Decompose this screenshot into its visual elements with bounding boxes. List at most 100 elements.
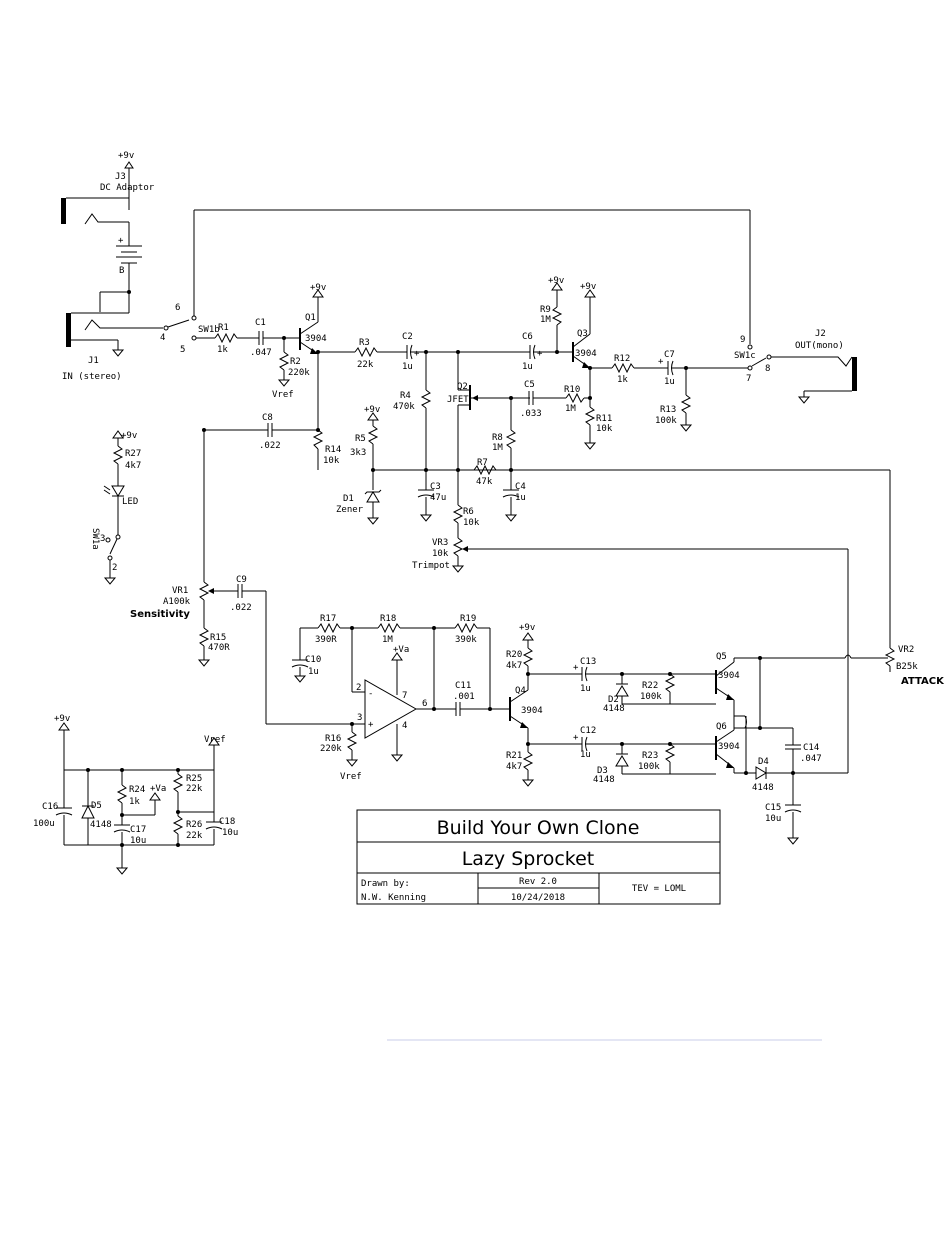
- q6-value: 3904: [718, 742, 740, 752]
- drawn-by-label: Drawn by:: [361, 879, 410, 889]
- sw1b-pin4: 4: [160, 333, 165, 343]
- svg-text:+: +: [414, 349, 420, 359]
- d5-ref: D5: [91, 801, 102, 811]
- c9-ref: C9: [236, 575, 247, 585]
- r3-ref: R3: [359, 338, 370, 348]
- vr1-ref: VR1: [172, 586, 188, 596]
- c4-value: 1u: [515, 493, 526, 503]
- opamp-minus: -: [368, 689, 373, 699]
- c18-ref: C18: [219, 817, 235, 827]
- opamp-icon: [364, 679, 418, 739]
- power-supply-section: +9v C16 100u D5 4148 R24 1k +Va C17: [33, 714, 238, 875]
- transistor-q1-icon: [299, 289, 324, 430]
- c2-ref: C2: [402, 332, 413, 342]
- r6-value: 10k: [463, 518, 480, 528]
- vr2-ref: VR2: [898, 645, 914, 655]
- sw1c-label: SW1c: [734, 351, 756, 361]
- r24-ref: R24: [129, 785, 145, 795]
- r25-ref: R25: [186, 774, 202, 784]
- ps-vref-label: Vref: [204, 735, 226, 745]
- r3-c2-r4: R3 22k C2 1u + R4 470k: [354, 332, 530, 490]
- r14-ref: R14: [325, 445, 341, 455]
- r18-value: 1M: [382, 635, 393, 645]
- r17-ref: R17: [320, 614, 336, 624]
- r13-value: 100k: [655, 416, 677, 426]
- r5-value: 3k3: [350, 448, 366, 458]
- c10-ref: C10: [305, 655, 321, 665]
- sw1b-pin6: 6: [175, 303, 180, 313]
- opamp-pin7: 7: [402, 691, 407, 701]
- d1-value: Zener: [336, 505, 364, 515]
- date: 10/24/2018: [511, 893, 565, 903]
- c6-value: 1u: [522, 362, 533, 372]
- r12-value: 1k: [617, 375, 628, 385]
- c7-value: 1u: [664, 377, 675, 387]
- vr1-name: Sensitivity: [130, 609, 190, 620]
- opamp-pin2: 2: [356, 683, 361, 693]
- opamp-plus: +: [368, 720, 374, 730]
- dc-jack-icon: [61, 197, 129, 225]
- switch-sw1b: 6 4 5 SW1b: [160, 209, 750, 355]
- r3-value: 22k: [357, 360, 374, 370]
- c3-value: 47u: [430, 493, 446, 503]
- vr1-value: A100k: [163, 597, 191, 607]
- r19-ref: R19: [460, 614, 476, 624]
- r4-ref: R4: [400, 391, 411, 401]
- r11-ref: R11: [596, 414, 612, 424]
- title-block-title: Build Your Own Clone: [437, 817, 640, 839]
- led-icon: [103, 485, 125, 497]
- jfet-bias: C5 .033 R10 1M R11 10k R8 1M: [492, 380, 613, 472]
- sw1b-pin5: 5: [180, 345, 185, 355]
- output-jack-icon: [771, 356, 857, 404]
- svg-text:+: +: [573, 663, 579, 673]
- vr2-name: ATTACK: [901, 676, 945, 687]
- c9-value: .022: [230, 603, 252, 613]
- tev: TEV = LOML: [632, 884, 686, 894]
- r8-value: 1M: [492, 443, 503, 453]
- opamp-pin6: 6: [422, 699, 427, 709]
- q3-ref: Q3: [577, 329, 588, 339]
- c17-ref: C17: [130, 825, 146, 835]
- c13-ref: C13: [580, 657, 596, 667]
- r21-value: 4k7: [506, 762, 522, 772]
- ps-va-label: +Va: [150, 784, 166, 794]
- vr3-name: Trimpot: [412, 561, 450, 571]
- c16-ref: C16: [42, 802, 58, 812]
- r13-ref: R13: [660, 405, 676, 415]
- j2-ref: J2: [815, 329, 826, 339]
- c5-ref: C5: [524, 380, 535, 390]
- power-input-section: +9v J3 DC Adaptor + B: [61, 151, 163, 382]
- r23-ref: R23: [642, 751, 658, 761]
- j3-name: DC Adaptor: [100, 183, 155, 193]
- transistor-q3-icon: [572, 289, 596, 369]
- zener-diode-icon: [364, 489, 382, 525]
- r2-value: 220k: [288, 368, 310, 378]
- q2-ref: Q2: [457, 382, 468, 392]
- vref-label-r2: Vref: [272, 390, 294, 400]
- svg-text:+: +: [118, 236, 124, 246]
- c17-value: 10u: [130, 836, 146, 846]
- svg-text:+: +: [658, 357, 664, 367]
- r19-value: 390k: [455, 635, 477, 645]
- r22-value: 100k: [640, 692, 662, 702]
- c1-value: .047: [250, 348, 272, 358]
- vref-label-r16: Vref: [340, 772, 362, 782]
- d2-ref: D2: [608, 695, 619, 705]
- c2-value: 1u: [402, 362, 413, 372]
- transistor-q4-icon: [509, 689, 529, 729]
- opamp-supply: +Va: [393, 645, 409, 655]
- revision: Rev 2.0: [519, 877, 557, 887]
- r7-value: 47k: [476, 477, 493, 487]
- sw1a-label: SW1a: [90, 528, 100, 550]
- drawn-by-name: N.W. Kenning: [361, 893, 426, 903]
- q1-ref: Q1: [305, 313, 316, 323]
- vr3-value: 10k: [432, 549, 449, 559]
- sw1b-label: SW1b: [198, 325, 220, 335]
- r6-ref: R6: [463, 507, 474, 517]
- title-block-subtitle: Lazy Sprocket: [462, 848, 595, 870]
- r1-value: 1k: [217, 345, 228, 355]
- transistor-q6-icon: [715, 729, 735, 769]
- input-buffer: R1 1k C1 .047 R2 220k Vref +9v Q1 3904: [196, 283, 355, 470]
- envelope-detector: D2 4148 R22 100k D3 4148 R23 100k Q5 390…: [593, 470, 945, 845]
- r20-supply: +9v: [519, 623, 535, 633]
